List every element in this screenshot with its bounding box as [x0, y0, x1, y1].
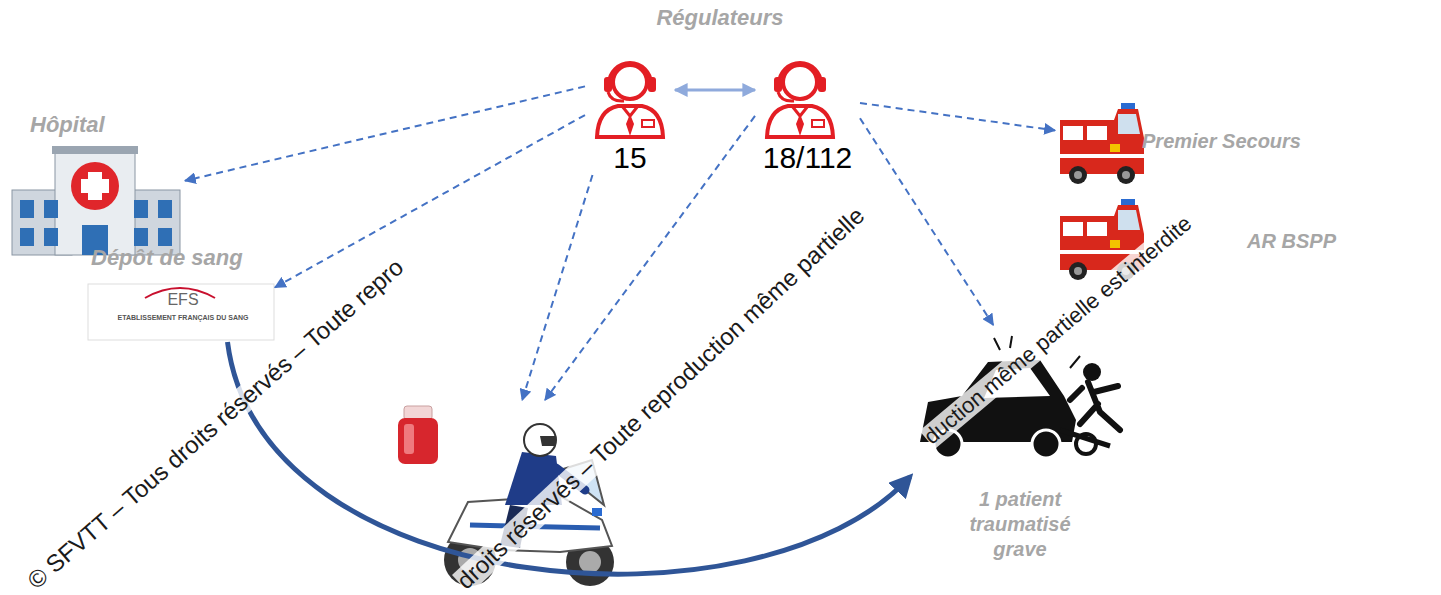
- node-text: ETABLISSEMENT FRANÇAIS DU SANG: [118, 314, 249, 322]
- hospital-icon-part: [81, 179, 109, 193]
- node-text: Dépôt de sang: [91, 245, 243, 271]
- dispatch-arrow: [860, 103, 1055, 130]
- node-text: Premier Secours: [1142, 129, 1301, 153]
- hospital-icon: [12, 146, 180, 255]
- operator-icon-18: [767, 63, 833, 137]
- hospital-icon-part: [158, 228, 172, 246]
- hospital-icon-part: [52, 146, 138, 154]
- hospital-icon-part: [20, 228, 34, 246]
- ar-bspp-truck: AR BSPP: [1055, 195, 1340, 287]
- watermark: duction même partielle est interdite: [919, 211, 1196, 449]
- first-aid-truck: Premier Secours: [1055, 95, 1305, 187]
- blood-bag-part: [404, 406, 432, 420]
- node-text: Hôpital: [30, 112, 105, 138]
- node-text: 1 patient traumatisé grave: [950, 487, 1090, 562]
- crash-illustration-part: [1083, 363, 1101, 381]
- regulator-18-112: 18/112: [755, 50, 860, 175]
- blood-bag-part: [404, 424, 414, 454]
- regulator-15: 15: [585, 50, 675, 175]
- node-text: AR BSPP: [1247, 229, 1336, 253]
- efs-logo-part: [88, 284, 274, 340]
- watermark: droits réservés – Toute reproduction mêm…: [452, 202, 870, 594]
- hospital-icon-part: [134, 228, 148, 246]
- motorcycle: [390, 400, 625, 590]
- dispatch-arrow: [675, 89, 755, 92]
- hospital: Hôpital: [5, 110, 185, 260]
- dispatch-arrow: [860, 118, 993, 325]
- dispatch-arrow: [275, 115, 585, 287]
- hospital-icon-part: [44, 228, 58, 246]
- blood-depot: Dépôt de sangEFS ETABLISSEMENT FRANÇAIS D…: [85, 245, 275, 342]
- fire-truck-1: [1060, 103, 1144, 184]
- crash-illustration-part: [1060, 430, 1110, 446]
- police-motorcycle-part: [592, 508, 602, 516]
- efs-logo: [88, 284, 274, 340]
- fire-truck-1-part: [1060, 103, 1144, 184]
- regulator-group: Régulateurs 15 18/112: [570, 5, 870, 183]
- watermark: © SFVTT – Tous droits réservés – Toute r…: [23, 254, 409, 594]
- crash-illustration-part: [1070, 382, 1120, 430]
- police-motorcycle-part: [540, 436, 556, 446]
- blood-bag-part: [398, 418, 438, 464]
- hospital-icon-part: [55, 150, 135, 255]
- hospital-icon-part: [71, 162, 119, 210]
- blood-bag: [398, 406, 438, 464]
- operator-icon-18-part: [767, 63, 833, 137]
- hospital-icon-part: [44, 200, 58, 218]
- operator-icon-15-part: [597, 63, 663, 137]
- police-motorcycle-part: [579, 551, 601, 573]
- police-motorcycle-part: [524, 424, 556, 456]
- crash-illustration-part: [1032, 430, 1060, 458]
- transport-arrow: [228, 342, 911, 574]
- operator-icon-15: [597, 63, 663, 137]
- hospital-icon-part: [134, 200, 148, 218]
- node-text: 15: [613, 143, 646, 173]
- node-text: Régulateurs: [656, 5, 783, 31]
- hospital-icon-part: [20, 200, 34, 218]
- dispatch-arrow: [185, 86, 585, 180]
- node-text: 18/112: [763, 143, 853, 173]
- dispatch-arrow: [522, 175, 592, 400]
- node-text: EFS: [167, 291, 198, 309]
- hospital-icon-part: [158, 200, 172, 218]
